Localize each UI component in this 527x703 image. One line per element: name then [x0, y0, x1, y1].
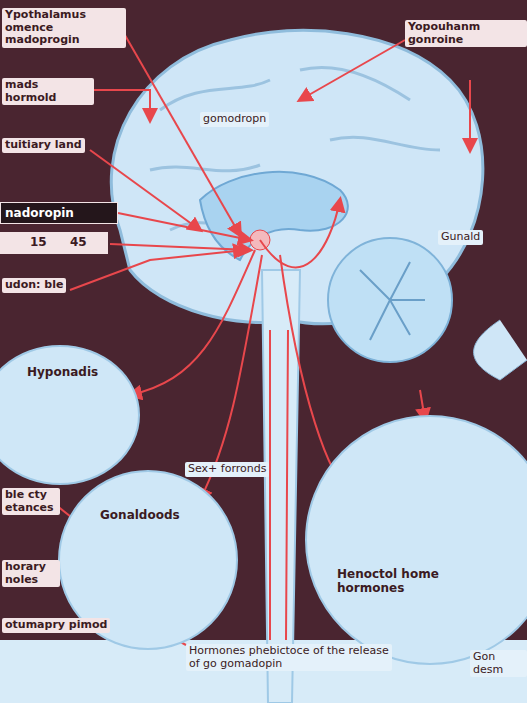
number-box: 1545	[0, 232, 108, 254]
cerebellum-tree	[360, 262, 425, 340]
side-label: horary noles	[2, 560, 60, 587]
hormone-circle: Henoctol home hormones	[305, 415, 527, 665]
dark-label-box: nadoropin	[0, 202, 118, 224]
brainstem	[262, 270, 300, 703]
stem-lines	[270, 330, 288, 640]
hormone-label: Sex+ forronds	[185, 462, 269, 477]
side-label: Gon desm	[470, 650, 527, 677]
node-text: nadoropin	[5, 206, 74, 220]
node-text: 45	[70, 235, 87, 249]
node-text: Gonaldoods	[100, 508, 180, 522]
node-text: 15	[30, 235, 47, 249]
corpus	[200, 172, 348, 260]
structure-label: tuitiary land	[2, 138, 85, 153]
inner-label: Gunald	[438, 230, 483, 245]
structure-label: udon: ble	[2, 278, 66, 293]
structure-label: Yopouhanm gonroine	[405, 20, 527, 47]
organ-circle: Hyponadis	[0, 345, 140, 485]
side-label: ble cty etances	[2, 488, 60, 515]
node-text: Henoctol home hormones	[337, 567, 447, 595]
structure-label: mads hormold	[2, 78, 94, 105]
structure-label: Ypothalamus omence madoprogin	[2, 8, 126, 48]
side-label: otumapry pimod	[2, 618, 110, 633]
inner-label: gomodropn	[200, 112, 269, 127]
cerebellum	[328, 238, 452, 362]
caption-label: Hormones phebictoce of the release of go…	[186, 644, 392, 671]
node-text: Hyponadis	[27, 365, 98, 379]
side-shape	[474, 320, 527, 380]
